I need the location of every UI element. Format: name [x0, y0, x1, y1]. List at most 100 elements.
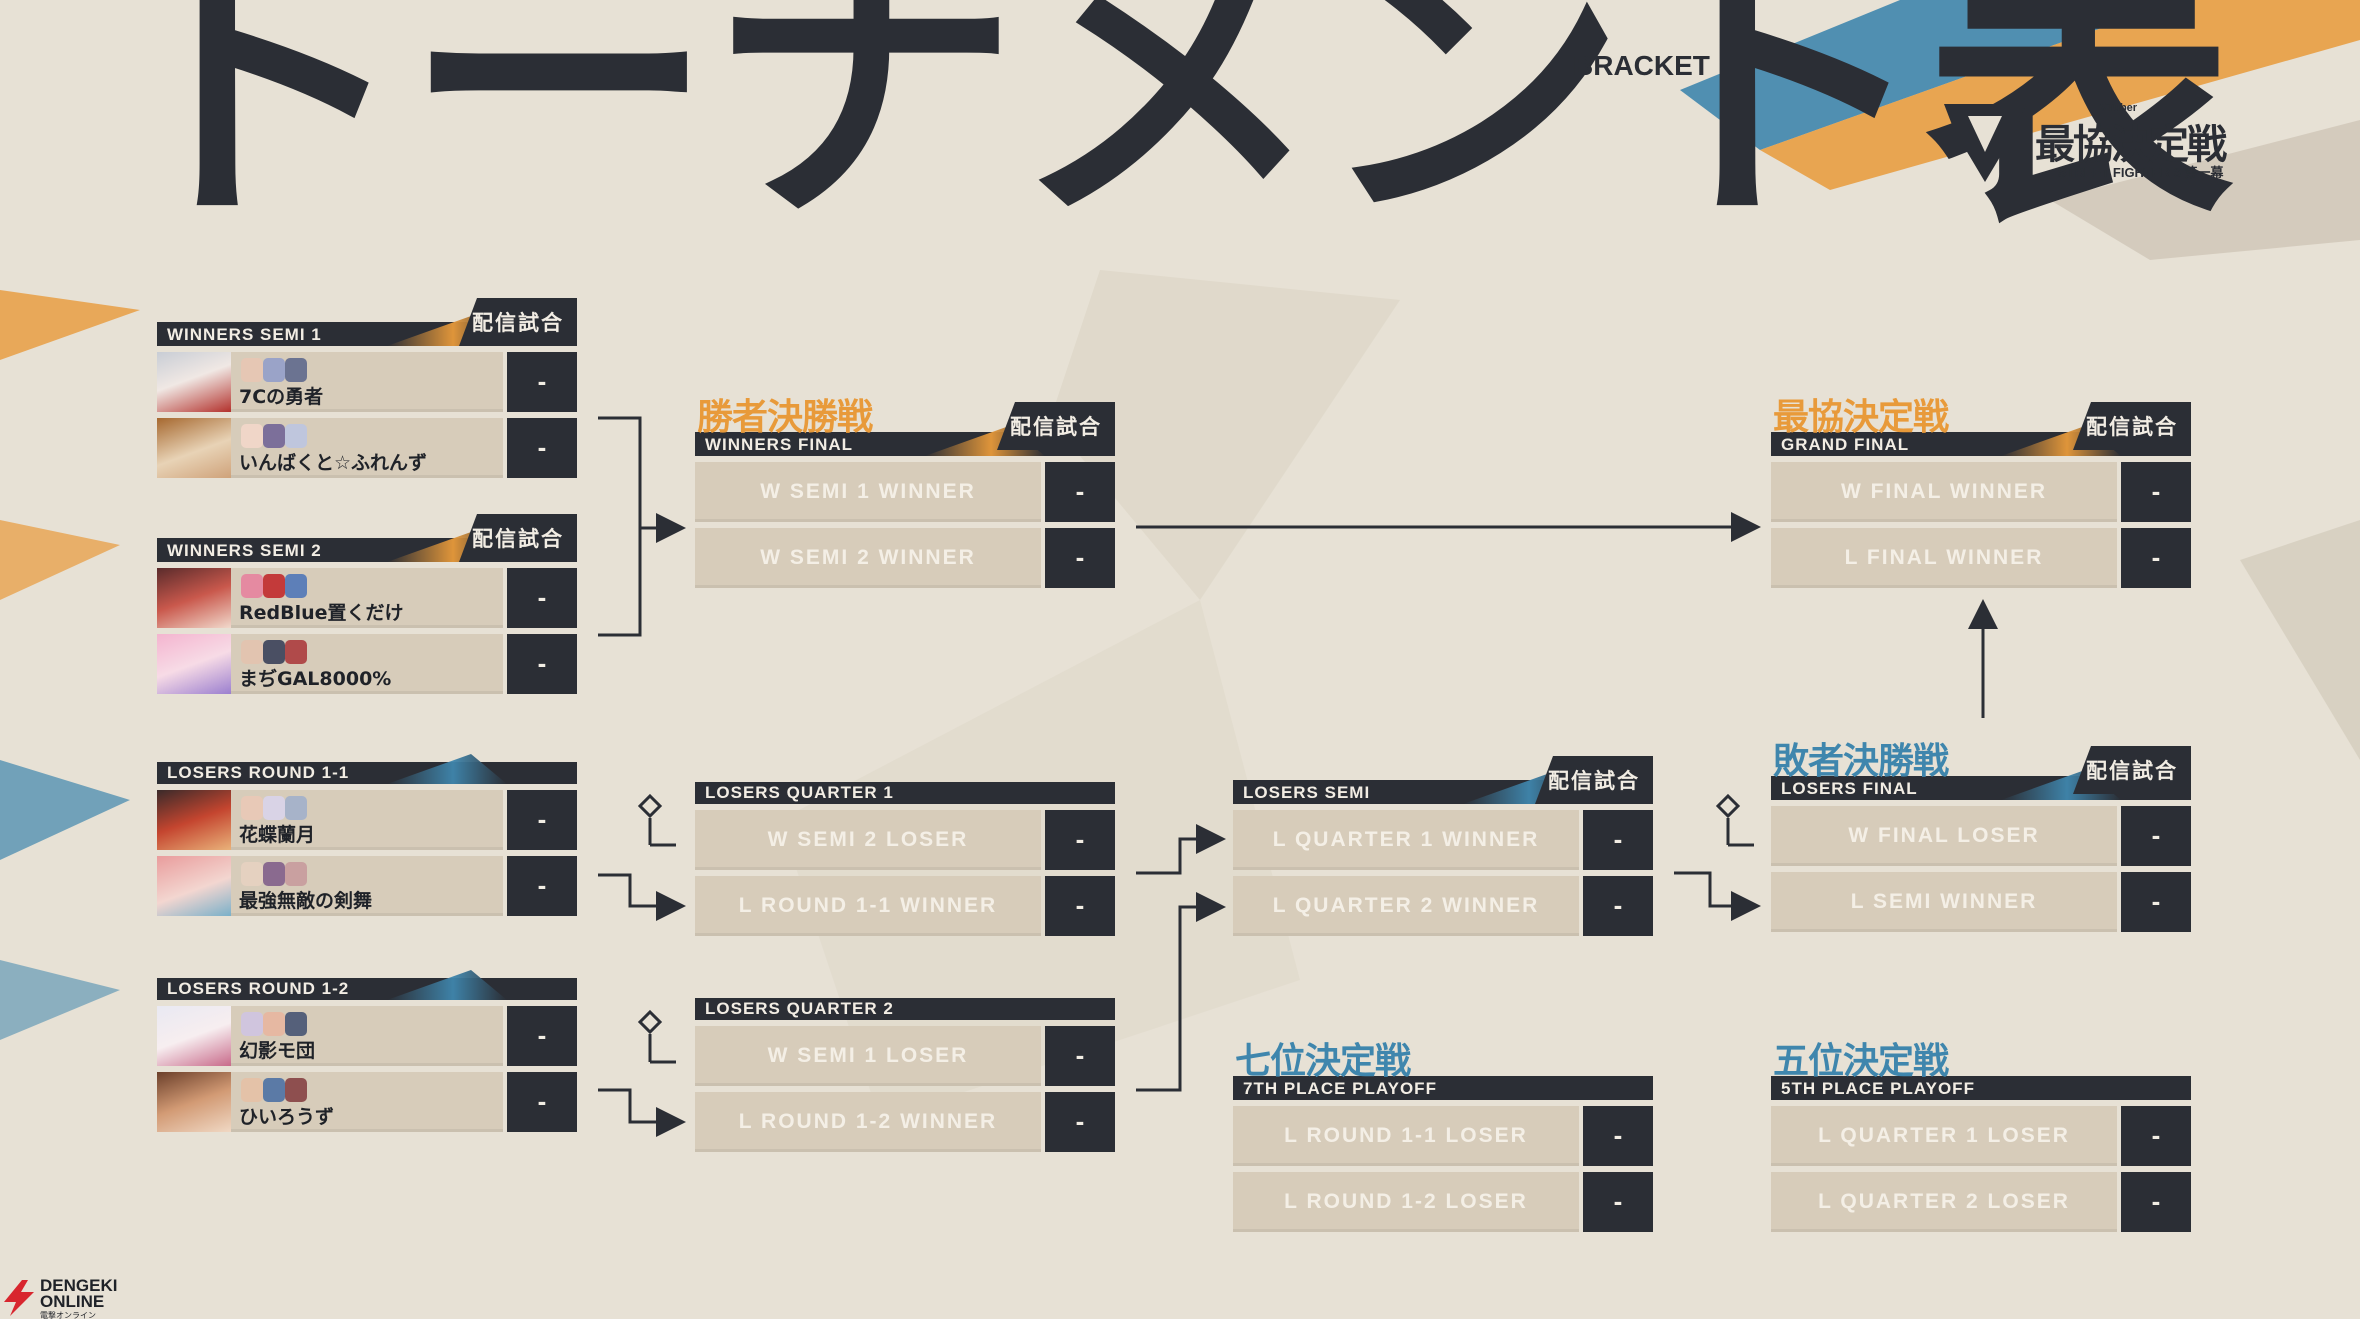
player-row[interactable]: まぢGAL8000% - [157, 634, 577, 694]
stream-badge: 配信試合 [459, 514, 577, 562]
brand-line-2: ONLINE [40, 1292, 105, 1311]
slot-label: L QUARTER 2 LOSER [1818, 1190, 2070, 1213]
match-winners-semi-2: WINNERS SEMI 2 配信試合 RedBlue置くだけ - まぢGAL8… [157, 514, 577, 694]
slot-row[interactable]: W FINAL WINNER - [1771, 462, 2191, 522]
stream-badge: 配信試合 [459, 298, 577, 346]
match-label: WINNERS SEMI 1 [167, 325, 322, 344]
team-thumbnails [241, 1012, 311, 1038]
player-name: まぢGAL8000% [239, 668, 392, 690]
match-grand-final: 最協決定戦 GRAND FINAL 配信試合 W FINAL WINNER - … [1771, 396, 2191, 588]
score-box: - [507, 856, 577, 916]
lightning-icon [4, 1280, 34, 1316]
match-header: LOSERS ROUND 1-2 [157, 970, 577, 1000]
match-header: LOSERS SEMI 配信試合 [1233, 756, 1653, 804]
slot-row[interactable]: L FINAL WINNER - [1771, 528, 2191, 588]
slot-row[interactable]: W FINAL LOSER - [1771, 806, 2191, 866]
team-thumbnails [241, 574, 311, 600]
player-row[interactable]: 幻影モ団 - [157, 1006, 577, 1066]
match-losers-quarter-2: LOSERS QUARTER 2 W SEMI 1 LOSER - L ROUN… [695, 990, 1115, 1152]
player-name: 最強無敵の剣舞 [239, 890, 373, 912]
player-avatar [157, 856, 231, 916]
match-7th-place-playoff: 七位決定戦 7TH PLACE PLAYOFF L ROUND 1-1 LOSE… [1233, 1040, 1653, 1232]
event-logo-tag: VTuber [2100, 102, 2138, 114]
match-jp-title: 五位決定戦 [1773, 1041, 1949, 1082]
match-losers-round-1-1: LOSERS ROUND 1-1 花蝶蘭月 - 最強無敵の剣舞 - [157, 754, 577, 916]
match-5th-place-playoff: 五位決定戦 5TH PLACE PLAYOFF L QUARTER 1 LOSE… [1771, 1040, 2191, 1232]
score-box: - [1583, 1106, 1653, 1166]
slot-row[interactable]: L QUARTER 1 LOSER - [1771, 1106, 2191, 1166]
match-losers-round-1-2: LOSERS ROUND 1-2 幻影モ団 - ひいろうず - [157, 970, 577, 1132]
match-header: 五位決定戦 5TH PLACE PLAYOFF [1771, 1040, 2191, 1100]
score-box: - [1045, 528, 1115, 588]
player-row[interactable]: 7Cの勇者 - [157, 352, 577, 412]
score-box: - [2121, 1172, 2191, 1232]
player-avatar [157, 1006, 231, 1066]
player-name: いんばくと☆ふれんず [239, 452, 428, 474]
event-logo-icon [1944, 104, 2026, 182]
match-header: 七位決定戦 7TH PLACE PLAYOFF [1233, 1040, 1653, 1100]
score-box: - [507, 634, 577, 694]
slot-row[interactable]: W SEMI 2 WINNER - [695, 528, 1115, 588]
player-avatar [157, 1072, 231, 1132]
slot-label: L ROUND 1-1 LOSER [1284, 1124, 1528, 1147]
match-losers-final: 敗者決勝戦 LOSERS FINAL 配信試合 W FINAL LOSER - … [1771, 740, 2191, 932]
brand-sub: 電撃オンライン [40, 1311, 96, 1319]
match-label: LOSERS SEMI [1243, 783, 1371, 802]
score-box: - [1583, 876, 1653, 936]
player-row[interactable]: ひいろうず - [157, 1072, 577, 1132]
match-label: LOSERS ROUND 1-1 [167, 763, 350, 782]
score-box: - [2121, 462, 2191, 522]
slot-label: L SEMI WINNER [1850, 890, 2038, 913]
page-title: トーナメント表 [100, 0, 2234, 265]
match-label: WINNERS SEMI 2 [167, 541, 322, 560]
slot-row[interactable]: L ROUND 1-1 LOSER - [1233, 1106, 1653, 1166]
team-thumbnails [241, 796, 311, 822]
stream-badge: 配信試合 [1535, 756, 1653, 804]
player-row[interactable]: 最強無敵の剣舞 - [157, 856, 577, 916]
match-header: LOSERS ROUND 1-1 [157, 754, 577, 784]
player-row[interactable]: RedBlue置くだけ - [157, 568, 577, 628]
slot-row[interactable]: W SEMI 2 LOSER - [695, 810, 1115, 870]
slot-row[interactable]: L SEMI WINNER - [1771, 872, 2191, 932]
player-row[interactable]: 花蝶蘭月 - [157, 790, 577, 850]
player-name: 花蝶蘭月 [239, 824, 316, 846]
slot-row[interactable]: W SEMI 1 WINNER - [695, 462, 1115, 522]
score-box: - [507, 1006, 577, 1066]
match-label: GRAND FINAL [1781, 435, 1910, 454]
score-box: - [1045, 876, 1115, 936]
match-header: 最協決定戦 GRAND FINAL 配信試合 [1771, 396, 2191, 456]
slot-row[interactable]: L ROUND 1-2 WINNER - [695, 1092, 1115, 1152]
slot-label: L QUARTER 1 WINNER [1272, 828, 1540, 851]
slot-row[interactable]: L QUARTER 2 WINNER - [1233, 876, 1653, 936]
event-logo-name: 最協決定戦 [2035, 122, 2227, 168]
player-avatar [157, 568, 231, 628]
score-box: - [1045, 810, 1115, 870]
slot-row[interactable]: L ROUND 1-2 LOSER - [1233, 1172, 1653, 1232]
match-losers-semi: LOSERS SEMI 配信試合 L QUARTER 1 WINNER - L … [1233, 756, 1653, 936]
page-subtitle: BRACKET [1573, 50, 1710, 81]
slot-row[interactable]: L QUARTER 1 WINNER - [1233, 810, 1653, 870]
score-box: - [1583, 1172, 1653, 1232]
slot-label: L QUARTER 2 WINNER [1272, 894, 1540, 917]
match-label: LOSERS QUARTER 2 [705, 999, 894, 1018]
slot-label: L QUARTER 1 LOSER [1818, 1124, 2070, 1147]
player-avatar [157, 352, 231, 412]
score-box: - [1045, 1026, 1115, 1086]
player-name: 7Cの勇者 [239, 386, 324, 408]
player-name: RedBlue置くだけ [239, 602, 404, 624]
match-header: WINNERS SEMI 1 配信試合 [157, 298, 577, 346]
score-box: - [2121, 1106, 2191, 1166]
slot-row[interactable]: W SEMI 1 LOSER - [695, 1026, 1115, 1086]
slot-row[interactable]: L QUARTER 2 LOSER - [1771, 1172, 2191, 1232]
slot-label: W SEMI 2 LOSER [767, 828, 969, 851]
player-avatar [157, 790, 231, 850]
score-box: - [2121, 528, 2191, 588]
team-thumbnails [241, 358, 311, 384]
score-box: - [1583, 810, 1653, 870]
slot-row[interactable]: L ROUND 1-1 WINNER - [695, 876, 1115, 936]
match-jp-title: 勝者決勝戦 [697, 397, 873, 438]
score-box: - [1045, 462, 1115, 522]
event-logo-subline: STREET FIGHTER 6 第一幕 [2058, 165, 2224, 180]
slot-label: L ROUND 1-2 LOSER [1284, 1190, 1528, 1213]
player-row[interactable]: いんばくと☆ふれんず - [157, 418, 577, 478]
